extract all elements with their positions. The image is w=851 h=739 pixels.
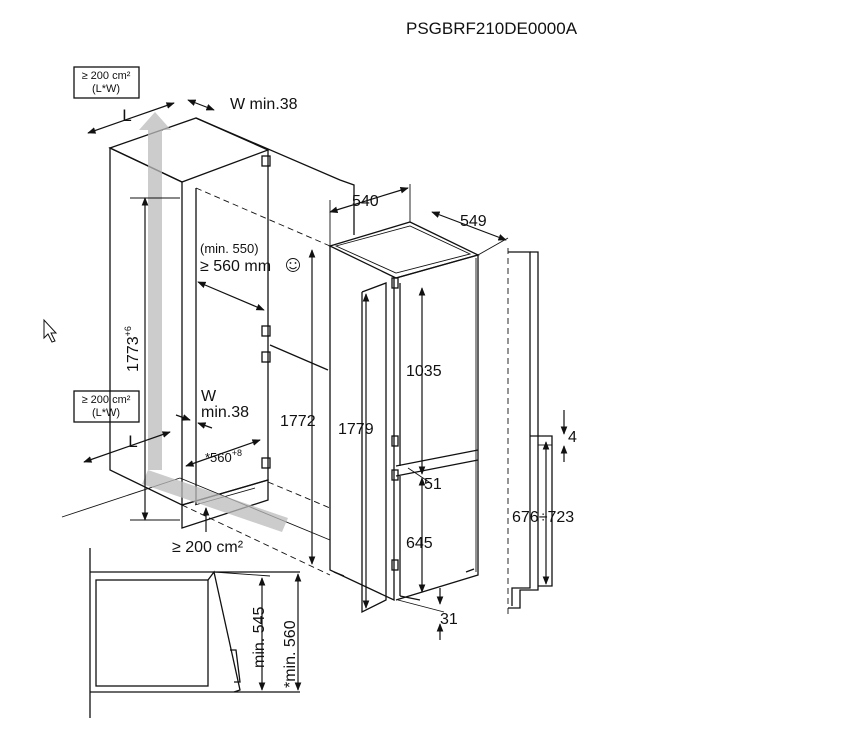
- door-side-profile: [507, 248, 553, 618]
- label-W-mid: W: [201, 388, 217, 405]
- label-W-top: W min.38: [230, 96, 298, 113]
- dim-4: 4: [568, 429, 577, 446]
- dim-645: 645: [406, 535, 433, 552]
- label-vent-bottom: ≥ 200 cm²: [172, 539, 244, 556]
- cursor-arrow-icon: [43, 318, 58, 343]
- label-L-bottom: L: [128, 432, 137, 451]
- dim-1772: 1772: [280, 413, 316, 430]
- dim-31: 31: [440, 611, 458, 628]
- label-ge-560: ≥ 560 mm: [200, 258, 271, 275]
- dim-min-545: min. 545: [251, 607, 268, 668]
- top-view-detail: [89, 548, 300, 718]
- vent-mid-formula: (L*W): [92, 407, 120, 419]
- vent-box-mid: ≥ 200 cm² (L*W): [73, 390, 140, 423]
- vent-box-top: ≥ 200 cm² (L*W): [73, 66, 140, 99]
- vent-mid-area: ≥ 200 cm²: [82, 394, 131, 406]
- appliance-body: [328, 221, 480, 614]
- model-code: PSGBRF210DE0000A: [406, 19, 578, 38]
- vent-top-area: ≥ 200 cm²: [82, 70, 131, 82]
- dim-51: 51: [424, 476, 442, 493]
- dim-depth-560: *560+8: [205, 448, 242, 465]
- dim-676-723: 676÷723: [512, 509, 574, 526]
- dim-549: 549: [460, 213, 487, 230]
- airflow-arrows: [139, 112, 288, 532]
- dim-niche-height: 1773+6: [123, 326, 142, 372]
- vent-top-formula: (L*W): [92, 83, 120, 95]
- dim-540: 540: [352, 193, 379, 210]
- dim-1779: 1779: [338, 421, 374, 438]
- dim-min-560: *min. 560: [282, 620, 299, 688]
- dim-1035: 1035: [406, 363, 442, 380]
- label-W-mid-value: min.38: [201, 404, 249, 421]
- label-L-top: L: [122, 106, 131, 125]
- label-min-550: (min. 550): [200, 241, 259, 256]
- smiley-icon: [286, 258, 300, 272]
